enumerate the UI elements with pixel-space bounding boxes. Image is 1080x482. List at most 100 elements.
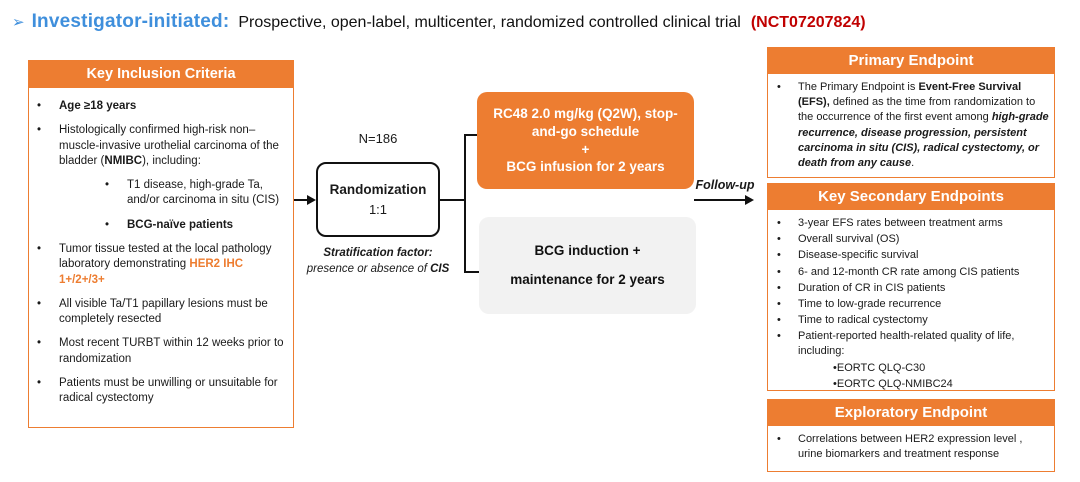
text-segment: Correlations between HER2 expression lev… bbox=[798, 433, 1023, 461]
list-item: • Most recent TURBT within 12 weeks prior… bbox=[37, 336, 287, 367]
text-segment: Patient-reported health-related quality … bbox=[798, 330, 1015, 358]
connector-inclusion-to-randomization bbox=[294, 199, 309, 201]
bullet-marker-icon: • bbox=[37, 337, 42, 350]
bullet-marker-icon: • bbox=[37, 242, 42, 255]
list-item-text: Time to low-grade recurrence bbox=[798, 297, 1049, 312]
followup-label: Follow-up bbox=[695, 178, 755, 192]
text-segment: . bbox=[911, 156, 915, 169]
inclusion-criteria-box: Key Inclusion Criteria •Age ≥18 years•Hi… bbox=[28, 60, 294, 428]
text-segment: Patients must be unwilling or unsuitable… bbox=[59, 376, 278, 405]
connector-to-control-arm bbox=[464, 271, 480, 273]
text-segment: Overall survival (OS) bbox=[798, 233, 900, 246]
bullet-marker-icon: • bbox=[105, 179, 110, 192]
arrowhead-into-randomization bbox=[307, 195, 316, 205]
bullet-marker-icon: • bbox=[833, 361, 837, 374]
list-item-text: 3-year EFS rates between treatment arms bbox=[798, 216, 1049, 231]
list-item: •The Primary Endpoint is Event-Free Surv… bbox=[777, 80, 1049, 171]
list-item-text: EORTC QLQ-C30 bbox=[837, 361, 1049, 376]
list-item-text: Time to radical cystectomy bbox=[798, 313, 1049, 328]
chevron-bullet-icon: ➢ bbox=[12, 14, 25, 31]
list-item: •Patient-reported health-related quality… bbox=[777, 329, 1049, 359]
list-item: •Age ≥18 years bbox=[37, 99, 287, 114]
text-segment: high-grade recurrence, disease progressi… bbox=[798, 111, 1049, 169]
followup-arrowhead bbox=[745, 195, 754, 205]
bullet-marker-icon: • bbox=[833, 377, 837, 390]
bullet-marker-icon: • bbox=[777, 314, 781, 327]
text-segment: All visible Ta/T1 papillary lesions must… bbox=[59, 297, 268, 326]
list-item-text: Duration of CR in CIS patients bbox=[798, 281, 1049, 296]
primary-endpoint-box: Primary Endpoint •The Primary Endpoint i… bbox=[767, 47, 1055, 178]
list-item: •All visible Ta/T1 papillary lesions mus… bbox=[37, 297, 287, 328]
connector-randomization-out bbox=[440, 199, 466, 201]
bracket-vertical-line bbox=[464, 134, 466, 273]
experimental-arm-line1: RC48 2.0 mg/kg (Q2W), stop-and-go schedu… bbox=[493, 106, 678, 140]
text-segment: The Primary Endpoint is bbox=[798, 81, 919, 93]
title-text: Prospective, open-label, multicenter, ra… bbox=[238, 14, 741, 31]
sample-size-label: N=186 bbox=[358, 131, 398, 146]
bullet-marker-icon: • bbox=[777, 217, 781, 229]
text-segment: Age ≥18 years bbox=[59, 100, 137, 112]
text-segment: Duration of CR in CIS patients bbox=[798, 281, 946, 294]
list-item-text: The Primary Endpoint is Event-Free Survi… bbox=[798, 80, 1049, 171]
nct-number: (NCT07207824) bbox=[750, 14, 866, 31]
list-item-text: BCG-naïve patients bbox=[127, 218, 287, 233]
list-item-text: 6- and 12-month CR rate among CIS patien… bbox=[798, 265, 1049, 280]
text-segment: BCG-naïve patients bbox=[127, 218, 234, 231]
experimental-arm-line2: BCG infusion for 2 years bbox=[506, 158, 665, 174]
list-item-text: Age ≥18 years bbox=[59, 99, 287, 114]
bullet-marker-icon: • bbox=[37, 376, 42, 389]
list-item-text: Patient-reported health-related quality … bbox=[798, 329, 1049, 359]
slide-title: ➢ Investigator-initiated: Prospective, o… bbox=[12, 11, 866, 33]
text-segment: 3-year EFS rates between treatment arms bbox=[798, 217, 1003, 229]
secondary-endpoints-list: • 3-year EFS rates between treatment arms… bbox=[768, 210, 1054, 396]
text-segment: T1 disease, high-grade Ta, and/or carcin… bbox=[127, 179, 280, 207]
list-item: • 6- and 12-month CR rate among CIS patie… bbox=[777, 265, 1049, 280]
bullet-marker-icon: • bbox=[37, 124, 42, 137]
text-segment: Most recent TURBT within 12 weeks prior … bbox=[59, 337, 284, 365]
list-item: • Patients must be unwilling or unsuitabl… bbox=[37, 376, 287, 407]
title-lead: Investigator-initiated: bbox=[31, 11, 230, 32]
list-item: •EORTC QLQ-NMIBC24 bbox=[833, 377, 1049, 392]
control-arm-box: BCG induction + maintenance for 2 years bbox=[479, 217, 696, 314]
text-segment: HER2 IHC 1+/2+/3+ bbox=[59, 258, 244, 286]
randomization-label: Randomization bbox=[329, 182, 427, 197]
bullet-marker-icon: • bbox=[777, 281, 781, 294]
randomization-box: Randomization 1:1 bbox=[316, 162, 440, 237]
text-segment: CIS bbox=[430, 262, 450, 275]
control-arm-line2: maintenance for 2 years bbox=[510, 271, 665, 287]
secondary-endpoints-box: Key Secondary Endpoints • 3-year EFS rate… bbox=[767, 183, 1055, 391]
list-item-text: All visible Ta/T1 papillary lesions must… bbox=[59, 297, 287, 328]
text-segment: Tumor tissue tested at the local patholo… bbox=[59, 242, 272, 271]
list-item-text: EORTC QLQ-NMIBC24 bbox=[837, 377, 1049, 392]
stratification-note: Stratification factor: presence or absen… bbox=[288, 246, 468, 277]
list-item: •EORTC QLQ-C30 bbox=[833, 361, 1049, 376]
list-item: • Disease-specific survival bbox=[777, 248, 1049, 263]
list-item-text: Correlations between HER2 expression lev… bbox=[798, 432, 1049, 462]
list-item-text: Histologically confirmed high-risk non–m… bbox=[59, 123, 287, 169]
inclusion-criteria-header: Key Inclusion Criteria bbox=[29, 61, 293, 88]
list-item: • Correlations between HER2 expression le… bbox=[777, 432, 1049, 462]
list-item: • 3-year EFS rates between treatment arms bbox=[777, 216, 1049, 231]
list-item: • Time to radical cystectomy bbox=[777, 313, 1049, 328]
list-item-text: Patients must be unwilling or unsuitable… bbox=[59, 376, 287, 407]
text-segment: Time to radical cystectomy bbox=[798, 314, 928, 327]
exploratory-endpoint-header: Exploratory Endpoint bbox=[768, 400, 1054, 426]
list-item: • Histologically confirmed high-risk non–… bbox=[37, 123, 287, 169]
text-segment: ), including: bbox=[142, 154, 201, 167]
list-item: •Overall survival (OS) bbox=[777, 232, 1049, 247]
bullet-marker-icon: • bbox=[777, 249, 781, 262]
bullet-marker-icon: • bbox=[777, 265, 781, 278]
secondary-endpoints-header: Key Secondary Endpoints bbox=[768, 184, 1054, 210]
text-segment: NMIBC bbox=[104, 154, 143, 167]
inclusion-criteria-list: •Age ≥18 years•Histologically confirmed … bbox=[29, 88, 293, 413]
bullet-marker-icon: • bbox=[777, 433, 781, 445]
list-item-text: T1 disease, high-grade Ta, and/or carcin… bbox=[127, 178, 287, 209]
text-segment: Event-Free Survival (EFS), bbox=[798, 81, 1022, 109]
text-segment: presence or absence of bbox=[306, 262, 431, 275]
stratification-value: presence or absence of CIS bbox=[288, 262, 468, 278]
exploratory-endpoint-box: Exploratory Endpoint • Correlations betwe… bbox=[767, 399, 1055, 472]
list-item-text: Disease-specific survival bbox=[798, 248, 1049, 263]
exploratory-endpoint-list: • Correlations between HER2 expression le… bbox=[768, 426, 1054, 466]
list-item-text: Most recent TURBT within 12 weeks prior … bbox=[59, 336, 287, 367]
list-item: •BCG-naïve patients bbox=[105, 218, 287, 233]
